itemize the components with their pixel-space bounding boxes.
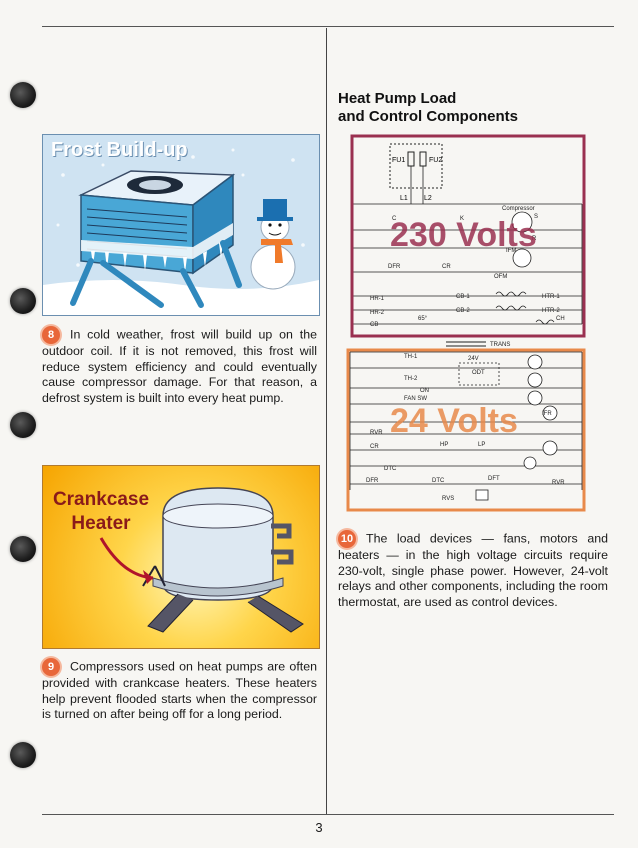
- label-s: S: [534, 214, 538, 220]
- crankcase-heater-illustration: Crankcase Heater: [42, 465, 320, 649]
- label-rvr: RVR: [370, 430, 383, 436]
- compressor-drawing: [99, 487, 304, 633]
- label-r: R: [532, 236, 537, 242]
- low-voltage-box: [346, 348, 586, 512]
- bottom-rule: [42, 814, 614, 815]
- label-cr: CR: [442, 264, 451, 270]
- crankcase-title-line2: Heater: [71, 513, 131, 534]
- label-dft: DFT: [488, 476, 500, 482]
- high-voltage-box: [350, 134, 586, 338]
- low-voltage-label: 24 Volts: [390, 402, 518, 440]
- step-badge-9: 9: [42, 658, 60, 676]
- label-hr1: HR-1: [370, 296, 385, 302]
- label-l1: L1: [400, 195, 408, 202]
- label-fu1: FU1: [392, 157, 405, 164]
- top-rule: [42, 26, 614, 27]
- fuse-2: [419, 151, 427, 167]
- label-htr1: HTR-1: [542, 294, 560, 300]
- binder-hole-5: [10, 742, 36, 768]
- snowman: [250, 199, 296, 290]
- frost-image-title: Frost Build-up: [51, 139, 188, 161]
- heading-line2: and Control Components: [338, 108, 518, 125]
- label-hr2: HR-2: [370, 310, 385, 316]
- binder-hole-4: [10, 536, 36, 562]
- label-ofm: OFM: [494, 274, 507, 280]
- label-hp: HP: [440, 442, 448, 448]
- label-24v: 24V: [468, 356, 479, 362]
- label-th2: TH-2: [404, 376, 418, 382]
- label-th1: TH-1: [404, 354, 418, 360]
- binder-hole-2: [10, 288, 36, 314]
- high-voltage-label: 230 Volts: [390, 216, 537, 254]
- wiring-diagram: FU1 FU2 L1 L2 Compressor C: [346, 134, 586, 512]
- binder-hole-3: [10, 412, 36, 438]
- label-dfr: DFR: [388, 264, 401, 270]
- label-cb2: CB-2: [456, 308, 470, 314]
- label-lp: LP: [478, 442, 485, 448]
- label-k: K: [460, 216, 464, 222]
- label-cb: CB: [370, 322, 378, 328]
- step-badge-10: 10: [338, 530, 356, 548]
- label-crc: CR: [370, 444, 379, 450]
- label-dtc: DTC: [384, 466, 397, 472]
- binder-hole-1: [10, 82, 36, 108]
- step-badge-8: 8: [42, 326, 60, 344]
- frost-unit-drawing: [43, 145, 319, 315]
- label-c: C: [392, 216, 397, 222]
- paragraph-crankcase-text: Compressors used on heat pumps are often…: [42, 659, 317, 722]
- label-ifr: IFR: [542, 411, 552, 417]
- label-ifm: IFM: [506, 248, 516, 254]
- fuse-1: [407, 151, 415, 167]
- paragraph-load-text: The load devices — fans, motors and heat…: [338, 531, 608, 609]
- label-on: ON: [420, 388, 429, 394]
- section-heading: Heat Pump Load and Control Components: [338, 90, 518, 126]
- crankcase-title-line1: Crankcase: [52, 489, 150, 510]
- crankcase-image-title: Crankcase Heater: [51, 488, 151, 536]
- label-rvs: RVS: [442, 496, 454, 502]
- paragraph-frost-text: In cold weather, frost will build up on …: [42, 327, 317, 405]
- label-l2: L2: [424, 195, 432, 202]
- label-dtc-2: DTC: [432, 478, 445, 484]
- label-htr2: HTR-2: [542, 308, 560, 314]
- frost-buildup-illustration: Frost Build-up: [42, 134, 320, 316]
- label-fu2: FU2: [429, 157, 442, 164]
- label-trans: TRANS: [490, 342, 510, 348]
- label-rvr-2: RVR: [552, 480, 565, 486]
- label-fan-sw: FAN SW: [404, 396, 427, 402]
- page-number: 3: [315, 820, 323, 835]
- label-dfrc: DFR: [366, 478, 379, 484]
- heading-line1: Heat Pump Load: [338, 90, 457, 107]
- label-cb1: CB-1: [456, 294, 470, 300]
- fuse-block: [389, 143, 443, 189]
- label-ch: CH: [556, 316, 565, 322]
- label-65deg: 65°: [418, 316, 428, 322]
- label-odt: ODT: [472, 370, 485, 376]
- motor-symbols: [458, 211, 558, 501]
- column-divider: [326, 28, 327, 814]
- label-compressor: Compressor: [502, 206, 535, 212]
